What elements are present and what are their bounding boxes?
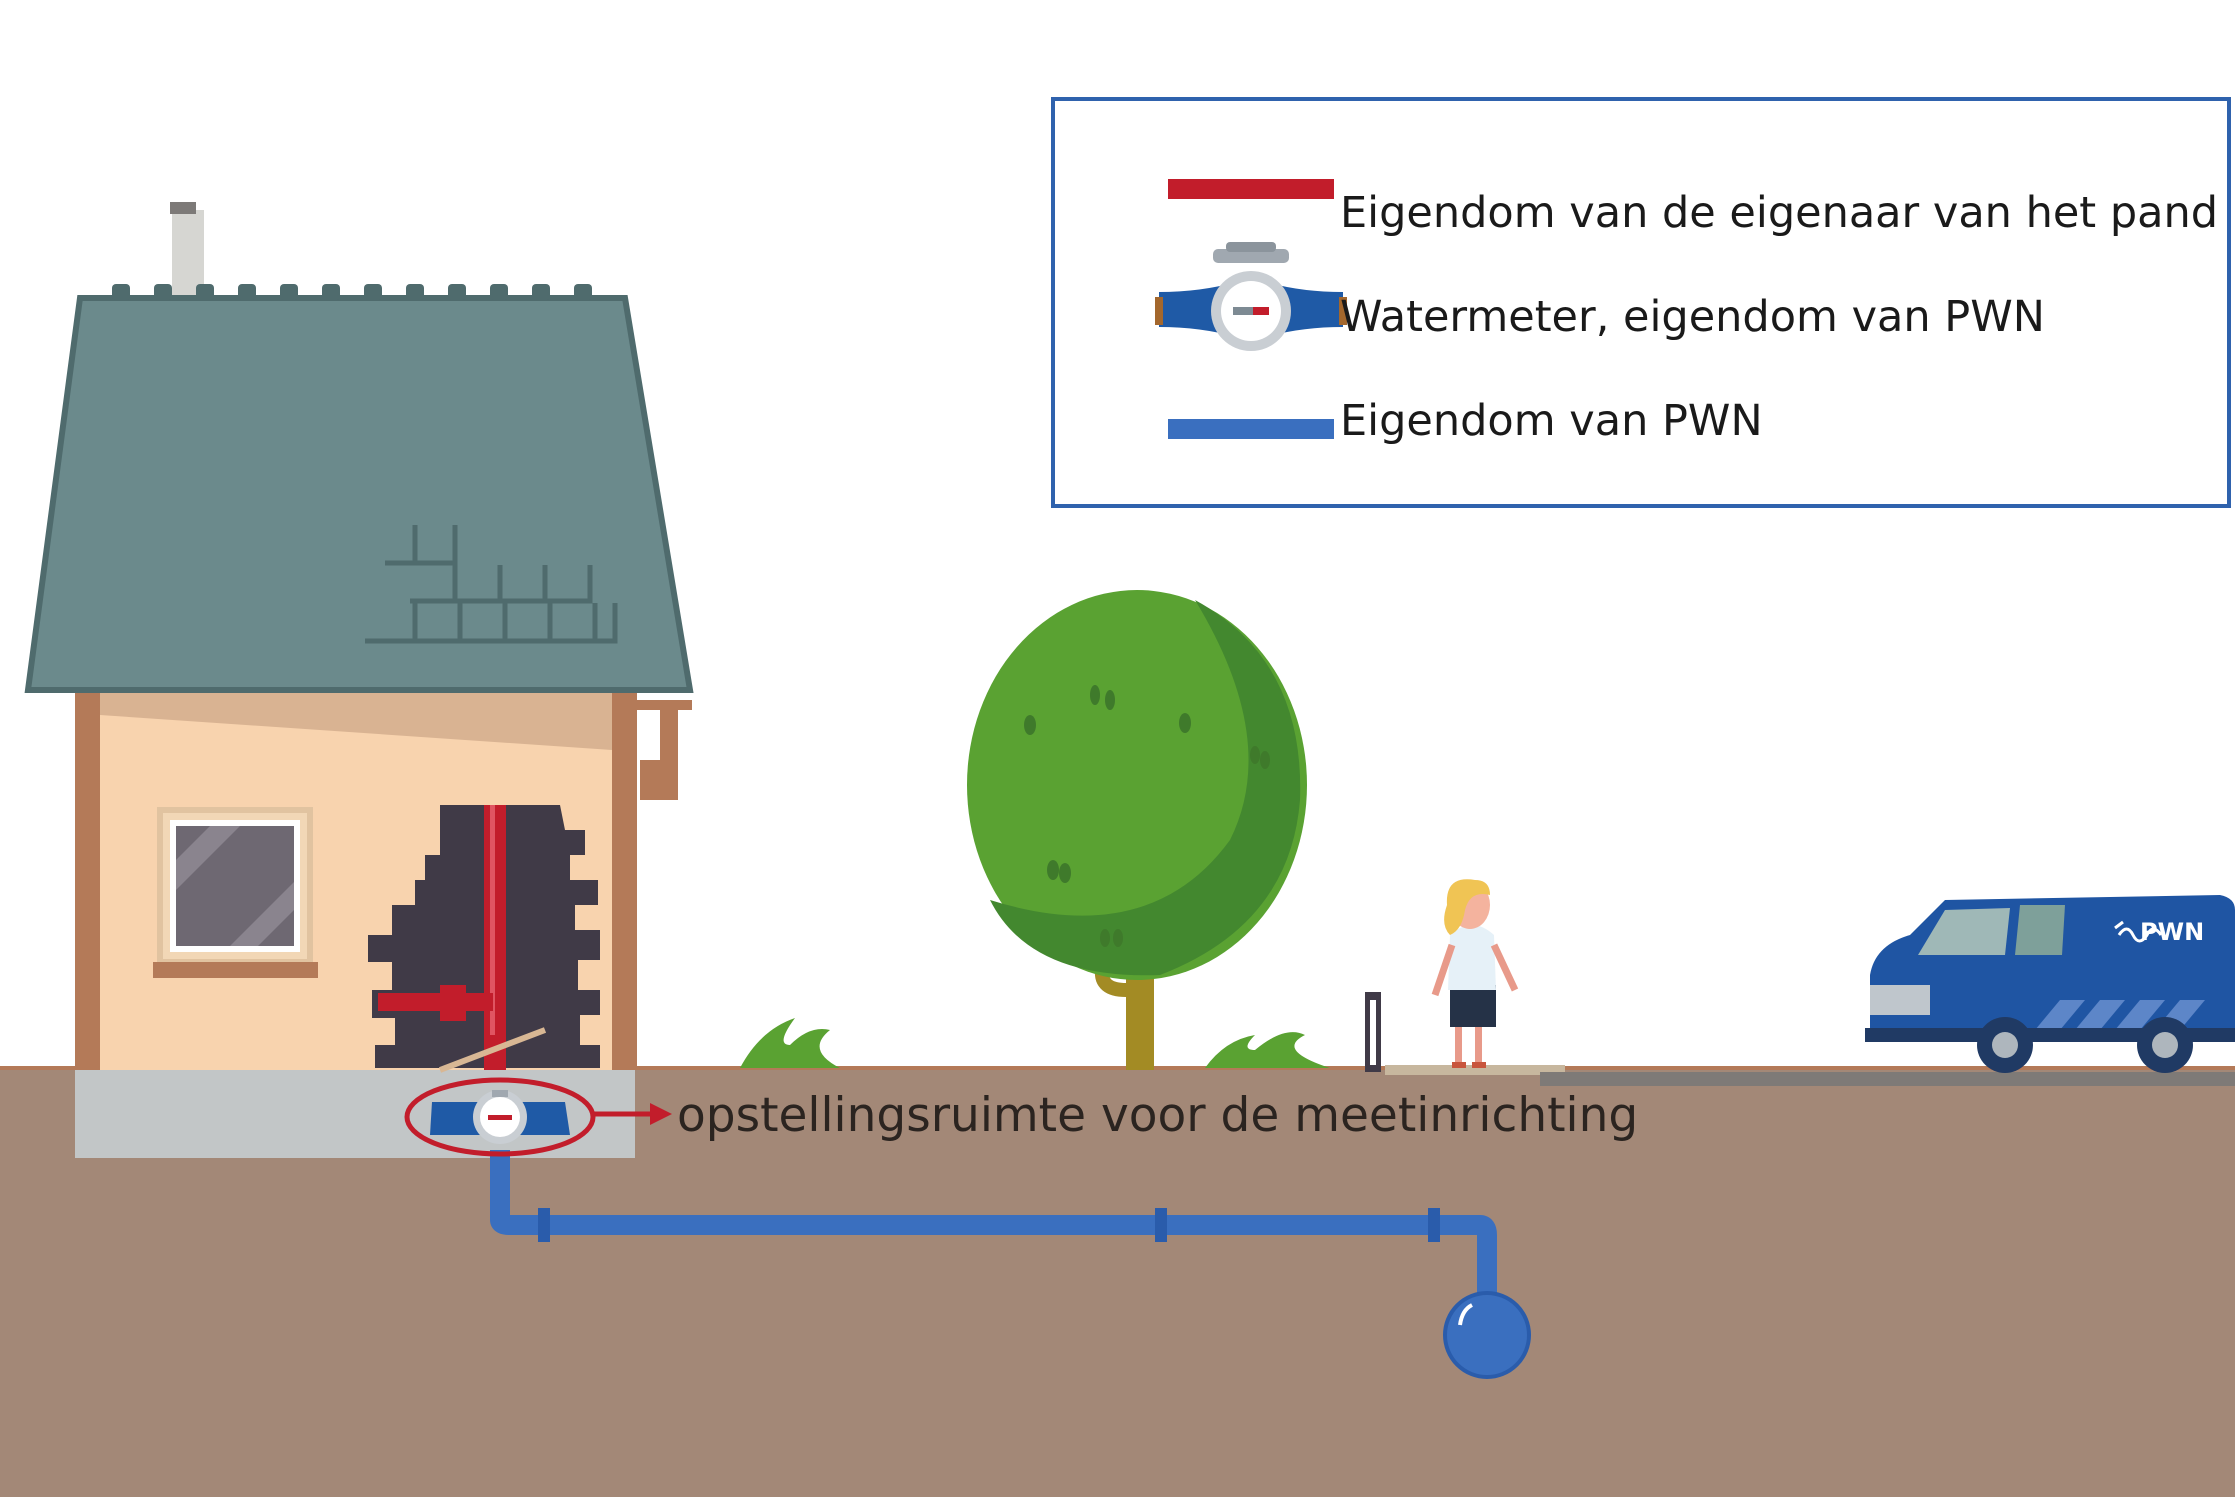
legend-label-owner-property: Eigendom van de eigenaar van het pand xyxy=(1340,188,2219,238)
road xyxy=(1540,1072,2235,1086)
pwn-van xyxy=(1865,895,2235,1073)
legend xyxy=(1051,97,2231,508)
red-pipe-icon xyxy=(1168,179,1334,199)
legend-icons xyxy=(1155,179,1347,439)
pwn-service-pipe xyxy=(490,1150,1497,1295)
van-logo-text: PWN xyxy=(2140,918,2205,946)
meter-location xyxy=(404,1077,672,1157)
water-meter-icon xyxy=(1155,242,1347,351)
meter-space-label: opstellingsruimte voor de meetinrichting xyxy=(677,1088,1639,1143)
house-roof xyxy=(24,202,694,693)
person xyxy=(1431,879,1519,1068)
ground-surface-line xyxy=(0,1066,2235,1070)
grass-tuft xyxy=(740,1018,840,1068)
grass-tuft xyxy=(1205,1032,1330,1068)
sidewalk xyxy=(1385,1065,1565,1075)
annotation-arrowhead xyxy=(650,1103,672,1125)
tree xyxy=(967,590,1307,1070)
owner-valve xyxy=(440,985,466,1021)
pipe-couplings xyxy=(538,1208,1440,1242)
legend-label-pwn-property: Eigendom van PWN xyxy=(1340,396,1763,446)
meter-highlight-ellipse xyxy=(404,1077,596,1157)
house-window xyxy=(153,807,318,978)
legend-label-water-meter: Watermeter, eigendom van PWN xyxy=(1340,292,2045,342)
owner-pipe-horizontal xyxy=(378,993,493,1011)
water-main xyxy=(1443,1291,1531,1379)
house xyxy=(75,690,692,1073)
blue-pipe-icon xyxy=(1168,419,1334,439)
